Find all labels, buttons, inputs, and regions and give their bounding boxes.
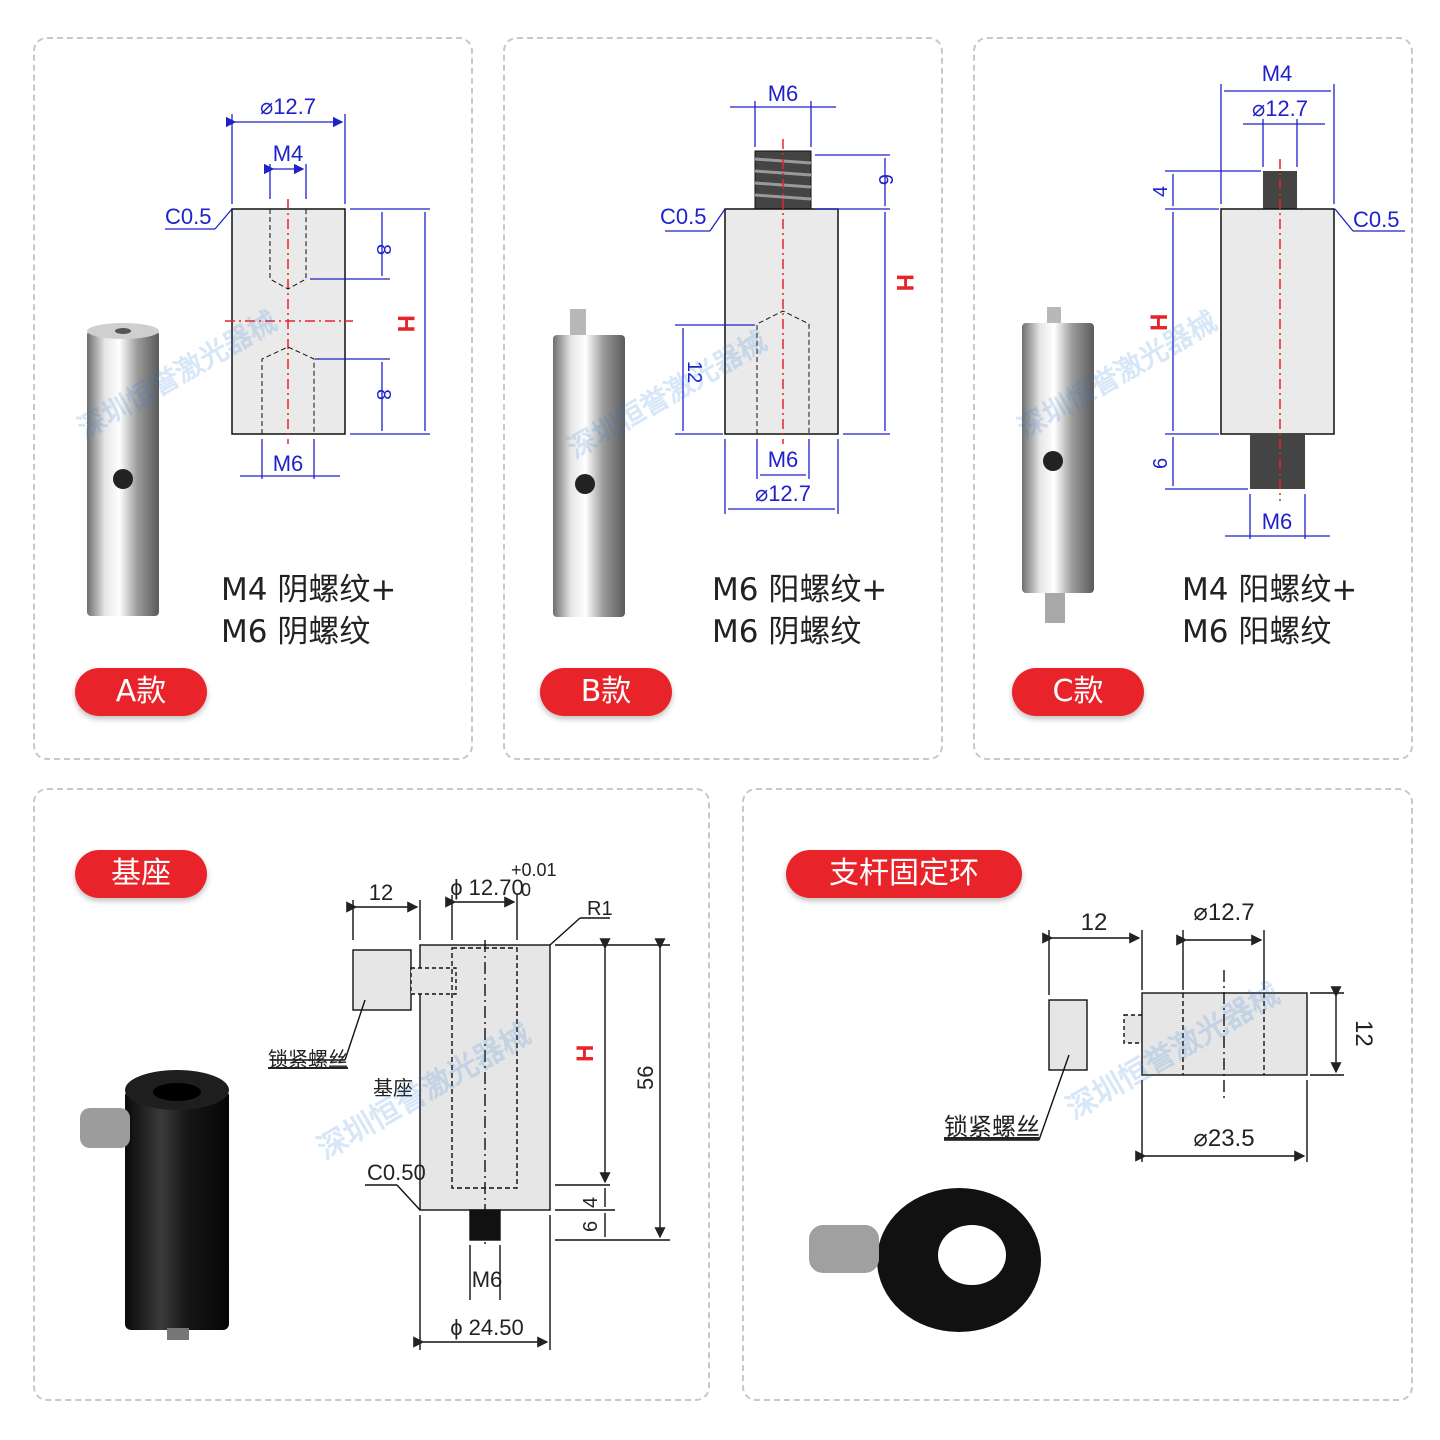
panel-base: 12 ϕ 12.70 +0.01 0 R1 锁紧螺丝 基座 H 56 C0.50… bbox=[33, 788, 710, 1401]
dim-c-height: H bbox=[1146, 314, 1173, 331]
dim-base-chamfer: C0.50 bbox=[367, 1160, 426, 1185]
drawing-base: 12 ϕ 12.70 +0.01 0 R1 锁紧螺丝 基座 H 56 C0.50… bbox=[80, 860, 670, 1350]
dim-a-height: H bbox=[392, 315, 419, 332]
caption-b: M6 阳螺纹+ M6 阴螺纹 bbox=[712, 569, 887, 653]
rod-photo bbox=[87, 323, 159, 616]
drawing-c: M4 ⌀12.7 4 C0.5 H 6 M6 深圳恒誉激光器械 bbox=[1012, 61, 1405, 623]
drawing-b: M6 6 C0.5 H 12 M6 ⌀12.7 深圳恒誉激光器械 bbox=[553, 81, 918, 617]
dim-ring-bore: ⌀12.7 bbox=[1193, 899, 1254, 926]
caption-a: M4 阴螺纹+ M6 阴螺纹 bbox=[221, 569, 396, 653]
dim-c-top-stud: 4 bbox=[1150, 186, 1172, 197]
dim-base-screw-len: 12 bbox=[369, 880, 393, 905]
dim-lines-c bbox=[1165, 84, 1405, 539]
dim-a-bottom-depth: 8 bbox=[372, 389, 394, 400]
panel-a: ⌀12.7 M4 C0.5 8 H 8 M6 深圳恒誉激光器械 M4 阴螺纹+ … bbox=[33, 37, 473, 760]
dim-base-height: H bbox=[572, 1045, 599, 1062]
dim-a-top-depth: 8 bbox=[372, 244, 394, 255]
dim-b-hole-depth: 12 bbox=[683, 361, 705, 383]
drawing-ring: 12 ⌀12.7 12 锁紧螺丝 ⌀23.5 深圳恒誉激光器械 bbox=[809, 899, 1377, 1332]
dim-base-tol-upper: +0.01 bbox=[511, 860, 557, 880]
caption-b-line2: M6 阴螺纹 bbox=[712, 614, 862, 650]
dim-lines-a bbox=[165, 114, 430, 479]
dim-a-chamfer: C0.5 bbox=[165, 204, 211, 229]
caption-c-line2: M6 阳螺纹 bbox=[1182, 614, 1332, 650]
badge-c: C款 bbox=[1012, 668, 1144, 716]
panel-c: M4 ⌀12.7 4 C0.5 H 6 M6 深圳恒誉激光器械 M4 阳螺纹+ … bbox=[973, 37, 1413, 760]
dim-ring-lock-screw: 锁紧螺丝 bbox=[944, 1114, 1040, 1141]
dim-b-stud-len: 6 bbox=[874, 174, 896, 185]
dim-lines-b bbox=[665, 101, 890, 514]
dim-c-chamfer: C0.5 bbox=[1353, 207, 1399, 232]
dim-base-thread: M6 bbox=[472, 1267, 503, 1292]
drawing-body-b bbox=[724, 139, 839, 444]
base-photo bbox=[80, 1070, 229, 1340]
dim-b-bottom-thread: M6 bbox=[768, 447, 799, 472]
rod-photo-c bbox=[1022, 307, 1094, 623]
drawing-a: ⌀12.7 M4 C0.5 8 H 8 M6 深圳恒誉激光器械 bbox=[72, 94, 430, 616]
caption-a-line2: M6 阴螺纹 bbox=[221, 614, 371, 650]
dim-base-radius: R1 bbox=[587, 898, 613, 920]
base-drawing bbox=[270, 895, 670, 1350]
panel-b: M6 6 C0.5 H 12 M6 ⌀12.7 深圳恒誉激光器械 M6 阳螺纹+… bbox=[503, 37, 943, 760]
panel-ring: 12 ⌀12.7 12 锁紧螺丝 ⌀23.5 深圳恒誉激光器械 支杆固定环 bbox=[742, 788, 1413, 1401]
caption-b-line1: M6 阳螺纹+ bbox=[712, 572, 888, 608]
dim-ring-screw-len: 12 bbox=[1081, 909, 1108, 936]
dim-base-lock-screw: 锁紧螺丝 bbox=[268, 1048, 348, 1071]
dim-base-dim6: 6 bbox=[580, 1221, 602, 1232]
badge-base: 基座 bbox=[75, 850, 207, 898]
dim-base-tol-lower: 0 bbox=[521, 880, 531, 900]
caption-c: M4 阳螺纹+ M6 阳螺纹 bbox=[1182, 569, 1357, 653]
rod-photo-b bbox=[553, 309, 625, 617]
dim-c-bottom-thread: M6 bbox=[1262, 509, 1293, 534]
ring-photo bbox=[809, 1188, 1041, 1332]
dim-c-bottom-stud: 6 bbox=[1150, 458, 1172, 469]
ring-drawing bbox=[944, 930, 1344, 1162]
caption-a-line1: M4 阴螺纹+ bbox=[221, 572, 397, 608]
dim-base-od: ϕ 24.50 bbox=[450, 1315, 524, 1340]
dim-base-dim4: 4 bbox=[580, 1197, 602, 1208]
dim-a-bottom-thread: M6 bbox=[273, 451, 304, 476]
dim-c-top-thread: M4 bbox=[1262, 61, 1293, 86]
dim-ring-width: 12 bbox=[1350, 1020, 1377, 1047]
drawing-body-c bbox=[1220, 159, 1335, 501]
dim-b-height: H bbox=[891, 274, 918, 291]
dim-base-total: 56 bbox=[633, 1066, 658, 1090]
dim-b-top-thread: M6 bbox=[768, 81, 799, 106]
dim-a-top-thread: M4 bbox=[273, 141, 304, 166]
dim-c-dia: ⌀12.7 bbox=[1252, 96, 1308, 121]
dim-b-chamfer: C0.5 bbox=[660, 204, 706, 229]
dim-b-dia: ⌀12.7 bbox=[755, 481, 811, 506]
badge-b: B款 bbox=[540, 668, 672, 716]
drawing-body bbox=[225, 199, 353, 444]
dim-a-dia: ⌀12.7 bbox=[260, 94, 316, 119]
badge-ring: 支杆固定环 bbox=[786, 850, 1022, 898]
dim-base-body: 基座 bbox=[373, 1077, 413, 1100]
caption-c-line1: M4 阳螺纹+ bbox=[1182, 572, 1358, 608]
dim-ring-od: ⌀23.5 bbox=[1193, 1125, 1254, 1152]
dim-base-bore: ϕ 12.70 bbox=[450, 875, 524, 900]
badge-a: A款 bbox=[75, 668, 207, 716]
